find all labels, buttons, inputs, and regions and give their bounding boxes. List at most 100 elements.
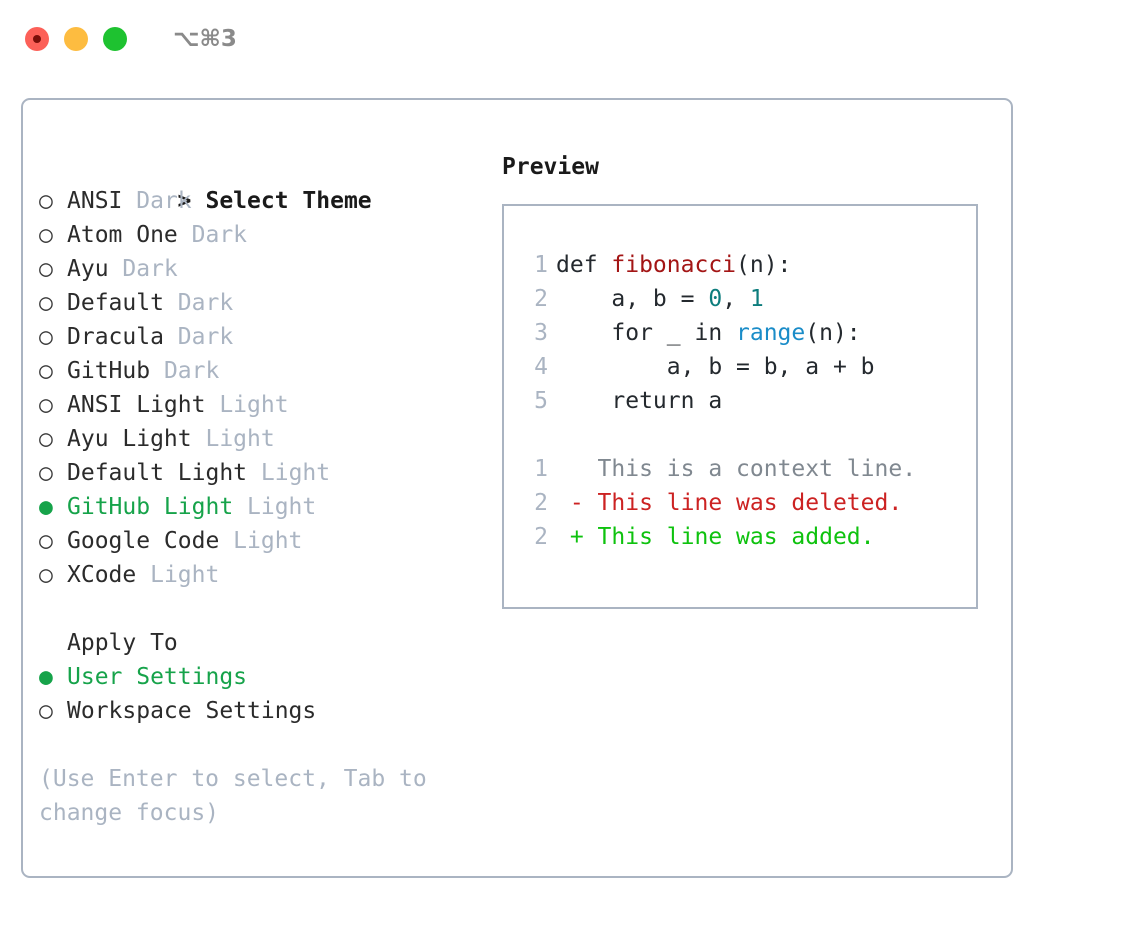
diff-line-add: 2 + This line was added.	[522, 520, 976, 554]
theme-variant-tag: Dark	[136, 188, 192, 214]
theme-list: ○ANSI Dark○Atom One Dark○Ayu Dark○Defaul…	[39, 184, 499, 592]
line-number: 1	[534, 252, 548, 278]
theme-option-google-code[interactable]: ○ Google Code Light	[39, 524, 499, 558]
theme-option-ansi-light[interactable]: ○ANSI Light Light	[39, 388, 499, 422]
apply-to-option-label: Workspace Settings	[67, 698, 317, 724]
radio-unselected-icon: ○	[39, 392, 53, 418]
theme-variant-tag: Light	[205, 426, 275, 452]
theme-option-ayu-light[interactable]: ○ Ayu Light Light	[39, 422, 499, 456]
diff-marker	[556, 456, 584, 482]
line-number: 4	[534, 354, 548, 380]
close-button[interactable]	[25, 27, 49, 51]
diff-line-ctx: 1 This is a context line.	[522, 452, 976, 486]
theme-variant-tag: Light	[260, 460, 331, 486]
radio-unselected-icon: ○	[39, 460, 53, 486]
code-line: 4 a, b = b, a + b	[522, 350, 976, 384]
theme-variant-tag: Dark	[191, 222, 248, 248]
code-token: (n):	[736, 252, 792, 278]
theme-option-github-light[interactable]: ●GitHub Light Light	[39, 490, 499, 524]
code-token: a, b =	[556, 286, 709, 312]
radio-unselected-icon: ○	[39, 562, 53, 588]
keyboard-shortcut-label: ⌥⌘3	[173, 26, 237, 52]
code-token: 1	[749, 286, 764, 312]
code-token: ,	[722, 286, 750, 312]
code-line: 2 a, b = 0, 1	[522, 282, 976, 316]
radio-selected-icon: ●	[39, 664, 53, 690]
theme-option-label: GitHub Light	[67, 494, 248, 520]
apply-to-option-workspace-settings[interactable]: ○ Workspace Settings	[39, 694, 499, 728]
traffic-light-controls	[25, 27, 127, 51]
theme-variant-tag: Dark	[177, 290, 234, 316]
code-token: range	[736, 320, 806, 346]
radio-unselected-icon: ○	[39, 426, 53, 452]
theme-option-xcode[interactable]: ○ XCode Light	[39, 558, 499, 592]
diff-text: This line was added.	[583, 524, 875, 550]
diff-text: This is a context line.	[583, 456, 917, 482]
radio-unselected-icon: ○	[39, 324, 53, 350]
apply-to-option-user-settings[interactable]: ●User Settings	[39, 660, 499, 694]
radio-unselected-icon: ○	[39, 698, 53, 724]
line-number: 2	[534, 286, 548, 312]
radio-unselected-icon: ○	[39, 256, 53, 282]
select-theme-title: Select Theme	[205, 188, 372, 214]
diff-marker: +	[556, 524, 584, 550]
theme-option-ayu[interactable]: ○ Ayu Dark	[39, 252, 499, 286]
line-number: 2	[534, 524, 548, 550]
diff-line-del: 2 - This line was deleted.	[522, 486, 976, 520]
apply-to-title: Apply To	[67, 630, 178, 656]
code-token: return a	[556, 388, 723, 414]
line-number: 1	[534, 456, 548, 482]
theme-variant-tag: Dark	[163, 358, 220, 384]
theme-option-label: Dracula	[67, 324, 178, 350]
main-panel: >Select Theme ○ANSI Dark○Atom One Dark○A…	[21, 98, 1013, 878]
theme-option-label: ANSI Light	[67, 392, 220, 418]
theme-option-default-light[interactable]: ○ Default Light Light	[39, 456, 499, 490]
theme-variant-tag: Light	[247, 494, 317, 520]
theme-option-label: XCode	[67, 562, 151, 588]
code-token: for _ in	[556, 320, 737, 346]
theme-variant-tag: Dark	[122, 256, 178, 282]
code-token: fibonacci	[611, 252, 737, 278]
diff-marker: -	[556, 490, 584, 516]
apply-to-heading: Apply To	[39, 626, 499, 660]
theme-variant-tag: Light	[233, 528, 303, 554]
radio-unselected-icon: ○	[39, 528, 53, 554]
line-number: 5	[534, 388, 548, 414]
theme-selector-column: >Select Theme ○ANSI Dark○Atom One Dark○A…	[39, 150, 499, 830]
theme-variant-tag: Light	[150, 562, 220, 588]
code-token: a, b = b, a + b	[556, 354, 875, 380]
theme-option-ansi[interactable]: ○ANSI Dark	[39, 184, 499, 218]
theme-option-default[interactable]: ○Default Dark	[39, 286, 499, 320]
keyboard-hint-text: (Use Enter to select, Tab to change focu…	[39, 766, 441, 826]
caret-icon: >	[177, 188, 192, 214]
select-theme-heading: > Select Theme	[39, 150, 499, 214]
code-line: 5 return a	[522, 384, 976, 418]
theme-option-label: Ayu	[67, 256, 123, 282]
apply-to-list: ●User Settings ○ Workspace Settings	[39, 660, 499, 728]
radio-unselected-icon: ○	[39, 222, 53, 248]
code-token: 0	[708, 286, 723, 312]
theme-option-label: Default	[67, 290, 178, 316]
apply-to-section: Apply To ●User Settings ○ Workspace Settin…	[39, 626, 499, 728]
radio-unselected-icon: ○	[39, 358, 53, 384]
theme-variant-tag: Dark	[177, 324, 234, 350]
radio-unselected-icon: ○	[39, 188, 53, 214]
code-token: (n):	[805, 320, 861, 346]
theme-option-dracula[interactable]: ○ Dracula Dark	[39, 320, 499, 354]
theme-option-label: GitHub	[67, 358, 164, 384]
line-number: 3	[534, 320, 548, 346]
theme-option-atom-one[interactable]: ○Atom One Dark	[39, 218, 499, 252]
minimize-button[interactable]	[64, 27, 88, 51]
theme-option-label: Ayu Light	[67, 426, 206, 452]
diff-text: This line was deleted.	[583, 490, 903, 516]
maximize-button[interactable]	[103, 27, 127, 51]
theme-option-label: Default Light	[67, 460, 261, 486]
code-line: 3 for _ in range(n):	[522, 316, 976, 350]
line-number: 2	[534, 490, 548, 516]
theme-option-label: Google Code	[67, 528, 234, 554]
theme-option-github[interactable]: ○ GitHub Dark	[39, 354, 499, 388]
